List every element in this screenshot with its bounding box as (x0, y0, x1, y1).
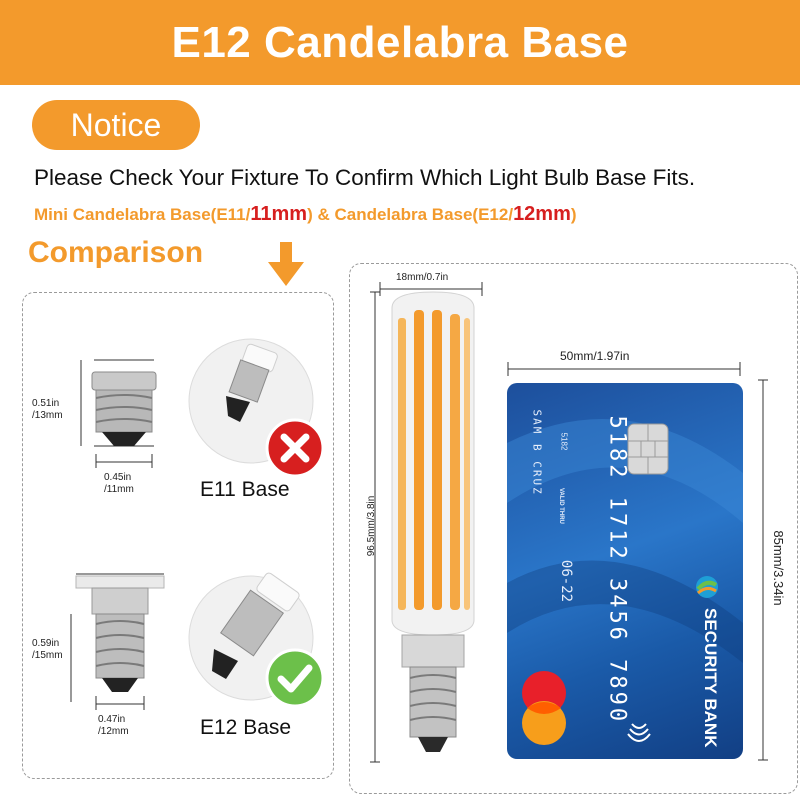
bank-logo-icon (696, 576, 718, 598)
e11-width-in: 0.45in (104, 472, 132, 483)
bulb-height-label: 96.5mm/3.8in (366, 495, 377, 557)
bank-name: SECURITY BANK (701, 608, 720, 748)
e12-width-in: 0.47in (98, 714, 126, 725)
card-small-number: 5182 (559, 432, 569, 451)
e11-width-label: 0.45in /11mm (104, 472, 134, 496)
led-bulb-image (391, 291, 475, 752)
card-width-dimension (507, 362, 741, 376)
card-height-dimension (758, 379, 768, 761)
contactless-icon (627, 723, 651, 742)
base-text-part1: Mini Candelabra Base(E11/ (34, 205, 251, 224)
bulb-width-label: 18mm/0.7in (396, 272, 449, 283)
e12-height-mm: /15mm (32, 650, 63, 661)
e12-base-illustration (75, 573, 165, 710)
e12-height-dimension (70, 614, 72, 702)
size-panel (349, 263, 798, 794)
notice-badge: Notice (32, 100, 200, 150)
card-expiry: 06-22 (558, 559, 575, 603)
e11-height-label: 0.51in /13mm (32, 398, 63, 422)
e11-height-in: 0.51in (32, 398, 60, 409)
e11-width-mm: /11mm (104, 484, 134, 495)
card-valid-label: VALID THRU (558, 488, 564, 524)
e11-base-label: E11 Base (200, 478, 290, 501)
card-wave-pattern (507, 419, 743, 663)
card-number: 5182 1712 3456 7890 (604, 415, 630, 725)
check-fixture-text: Please Check Your Fixture To Confirm Whi… (34, 165, 696, 190)
card-holder-name: SAM B CRUZ (530, 409, 544, 496)
cross-icon (265, 418, 325, 478)
e12-base-label: E12 Base (200, 716, 292, 739)
base-text-part2: ) & Candelabra Base(E12/ (307, 205, 514, 224)
arrow-down-icon (268, 242, 304, 286)
card-height-label: 85mm/3.34in (771, 530, 786, 606)
page-title: E12 Candelabra Base (171, 17, 629, 67)
base-text-part3: ) (570, 205, 577, 224)
e12-width-label: 0.47in /12mm (98, 714, 129, 738)
credit-card: SAM B CRUZ 5182 5182 1712 3456 7890 VALI… (507, 383, 743, 759)
e11-height-mm: /13mm (32, 410, 63, 421)
e11-size-highlight: 11mm (250, 203, 308, 225)
check-icon (265, 648, 325, 708)
title-banner: E12 Candelabra Base (0, 0, 800, 85)
card-chip-icon (627, 423, 669, 475)
comparison-heading: Comparison (28, 236, 204, 269)
notice-label: Notice (70, 106, 162, 143)
e11-base-illustration (91, 359, 157, 468)
base-size-text: Mini Candelabra Base(E11/11mm) & Candela… (34, 203, 577, 226)
mastercard-logo-icon (522, 671, 566, 745)
e12-height-label: 0.59in /15mm (32, 638, 63, 662)
comparison-panel (22, 292, 334, 779)
e12-width-mm: /12mm (98, 726, 129, 737)
card-width-label: 50mm/1.97in (560, 349, 630, 363)
e12-size-highlight: 12mm (513, 203, 571, 225)
bulb-width-dimension (379, 282, 483, 296)
e12-height-in: 0.59in (32, 638, 60, 649)
bulb-height-dimension (370, 291, 380, 763)
e11-height-dimension (80, 360, 82, 446)
